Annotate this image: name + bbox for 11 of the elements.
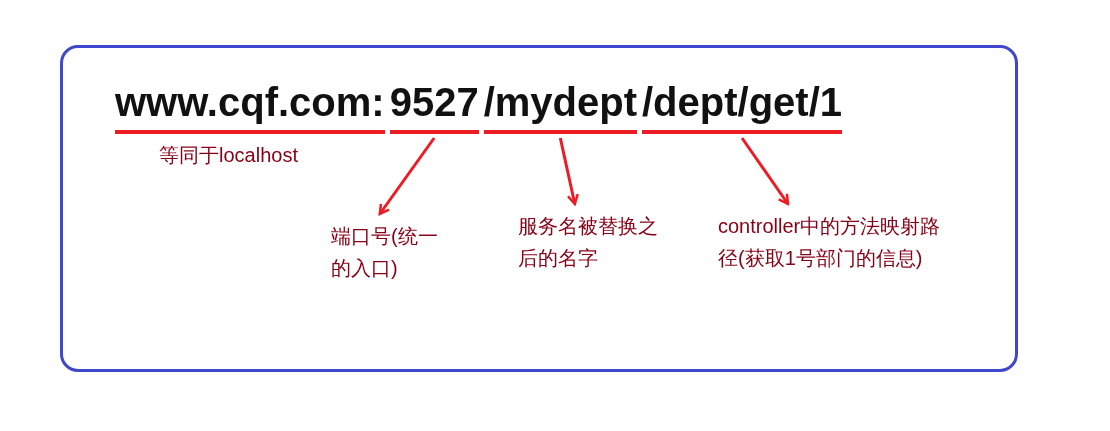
- frame-box: [60, 45, 1018, 372]
- arrow: [740, 137, 790, 206]
- arrow: [558, 137, 579, 206]
- url-segment: /mydept: [483, 80, 637, 134]
- annotation-text: controller中的方法映射路径(获取1号部门的信息): [718, 210, 943, 274]
- arrow: [378, 137, 436, 216]
- url-segment: /dept/get/1: [642, 80, 843, 134]
- url-segment: 9527: [389, 80, 479, 134]
- annotation-text: 端口号(统一的入口): [331, 220, 453, 284]
- annotation-text: 服务名被替换之后的名字: [518, 210, 660, 274]
- annotation-text: 等同于localhost: [159, 144, 298, 166]
